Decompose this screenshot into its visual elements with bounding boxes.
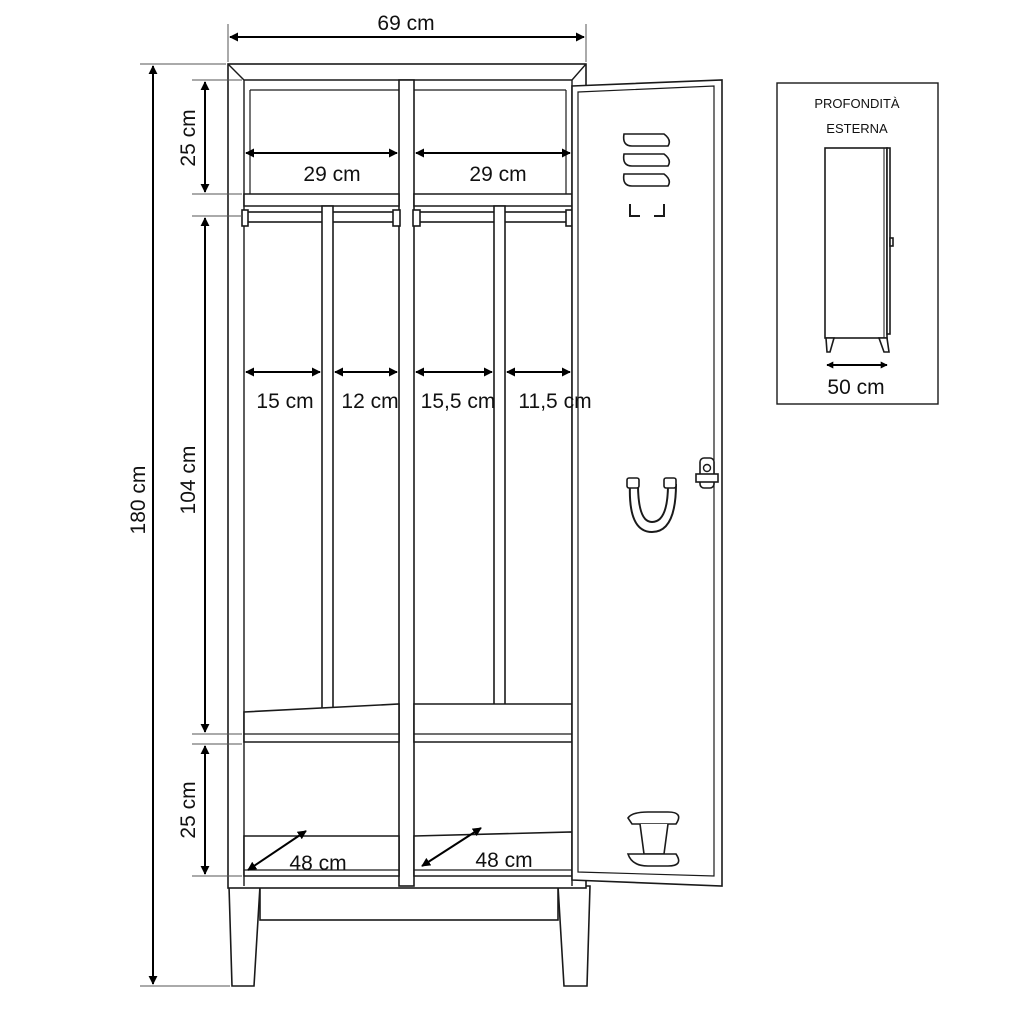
hanging-rail-right <box>413 211 573 223</box>
label-sub-width-2: 12 cm <box>341 390 398 413</box>
open-door <box>571 79 723 887</box>
label-depth-right: 48 cm <box>475 849 532 872</box>
inset-title-line2: ESTERNA <box>826 121 888 136</box>
depth-inset: PROFONDITÀ ESTERNA 50 cm <box>776 82 939 405</box>
label-sub-width-1: 15 cm <box>256 390 313 413</box>
door-vents <box>622 133 671 187</box>
dim-depth-left-arrow <box>247 830 307 871</box>
inset-title-line1: PROFONDITÀ <box>814 96 900 111</box>
label-sub-width-4: 11,5 cm <box>518 390 591 413</box>
label-hanging-section: 104 cm <box>177 446 200 515</box>
dimension-labels: 69 cm 180 cm 25 cm 104 cm 25 cm 29 cm 29… <box>127 12 592 875</box>
dim-depth-right-arrow <box>421 827 482 867</box>
door-lock-icon <box>695 457 719 489</box>
label-width: 69 cm <box>377 12 434 35</box>
cup-holder-icon <box>626 811 680 867</box>
door-panel <box>571 79 723 887</box>
cabinet-body <box>227 63 591 987</box>
label-sub-width-3: 15,5 cm <box>421 390 496 413</box>
left-leg <box>228 885 261 987</box>
label-top-left-width: 29 cm <box>303 163 360 186</box>
label-holder <box>629 204 665 217</box>
label-top-right-width: 29 cm <box>469 163 526 186</box>
sub-divider-right <box>493 205 506 733</box>
central-divider <box>398 79 415 887</box>
label-depth-left: 48 cm <box>289 852 346 875</box>
label-bottom-compartment: 25 cm <box>177 781 200 838</box>
label-top-compartment: 25 cm <box>177 109 200 166</box>
label-height-total: 180 cm <box>127 466 150 535</box>
door-handle <box>626 477 677 534</box>
top-shelf <box>243 193 400 207</box>
bottom-shelf <box>243 703 400 743</box>
base-rail <box>259 885 559 921</box>
sub-divider-left <box>321 205 334 733</box>
right-leg <box>557 885 591 987</box>
label-inset-depth: 50 cm <box>827 376 884 399</box>
dimension-lines <box>140 24 587 987</box>
side-view-cabinet <box>824 147 894 353</box>
